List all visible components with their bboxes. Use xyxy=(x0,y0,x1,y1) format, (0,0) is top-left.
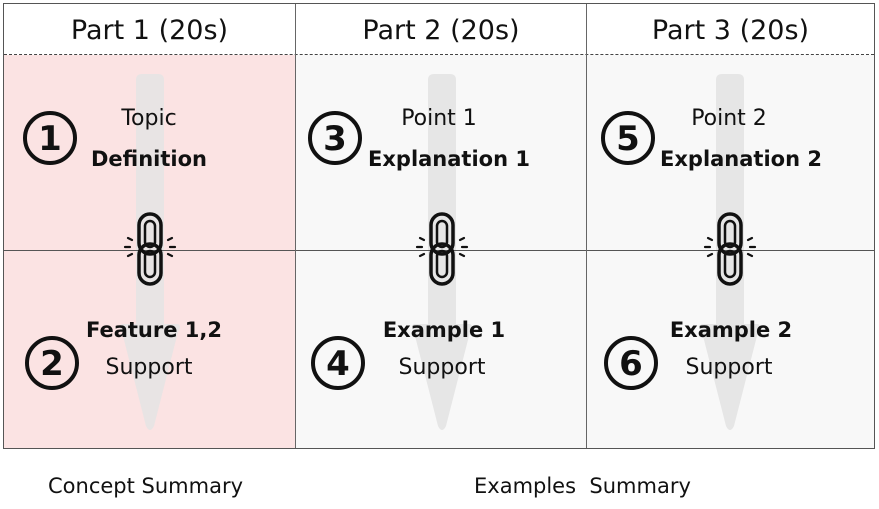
part2-top-bold: Explanation 1 xyxy=(368,147,530,171)
step-2-circle: 2 xyxy=(25,336,79,390)
part1-bottom-bold: Feature 1,2 xyxy=(85,318,222,342)
chain-link-icon xyxy=(415,212,469,286)
part1-header: Part 1 (20s) xyxy=(70,15,229,46)
step-4-circle: 4 xyxy=(311,336,365,390)
part2-header: Part 2 (20s) xyxy=(362,15,520,46)
header-row: Part 1 (20s) Part 2 (20s) Part 3 (20s) xyxy=(4,4,874,55)
step-3-circle: 3 xyxy=(308,111,362,165)
part3-bottom-bold: Example 2 xyxy=(669,318,793,342)
part1-top-label: Topic xyxy=(121,106,177,131)
part3-top-label: Point 2 xyxy=(691,106,767,131)
step-1-circle: 1 xyxy=(23,111,77,165)
part3-bottom-label: Support xyxy=(685,355,773,380)
part3-header: Part 3 (20s) xyxy=(651,15,810,46)
chain-link-icon xyxy=(703,212,757,286)
step-6-circle: 6 xyxy=(604,336,658,390)
part1-bottom-label: Support xyxy=(105,355,193,380)
column-divider xyxy=(295,4,296,448)
part3-top-bold: Explanation 2 xyxy=(660,147,822,171)
column-divider xyxy=(586,4,587,448)
part2-bottom-bold: Example 1 xyxy=(382,318,506,342)
chain-link-icon xyxy=(123,212,177,286)
part2-top-label: Point 1 xyxy=(401,106,477,131)
step-5-circle: 5 xyxy=(601,111,655,165)
concept-summary-label: Concept Summary xyxy=(48,474,244,498)
examples-summary-label: Examples Summary xyxy=(474,474,691,498)
part1-top-bold: Definition xyxy=(90,147,207,171)
part2-bottom-label: Support xyxy=(398,355,486,380)
diagram-grid: Part 1 (20s) Part 2 (20s) Part 3 (20s) 1… xyxy=(3,3,875,449)
